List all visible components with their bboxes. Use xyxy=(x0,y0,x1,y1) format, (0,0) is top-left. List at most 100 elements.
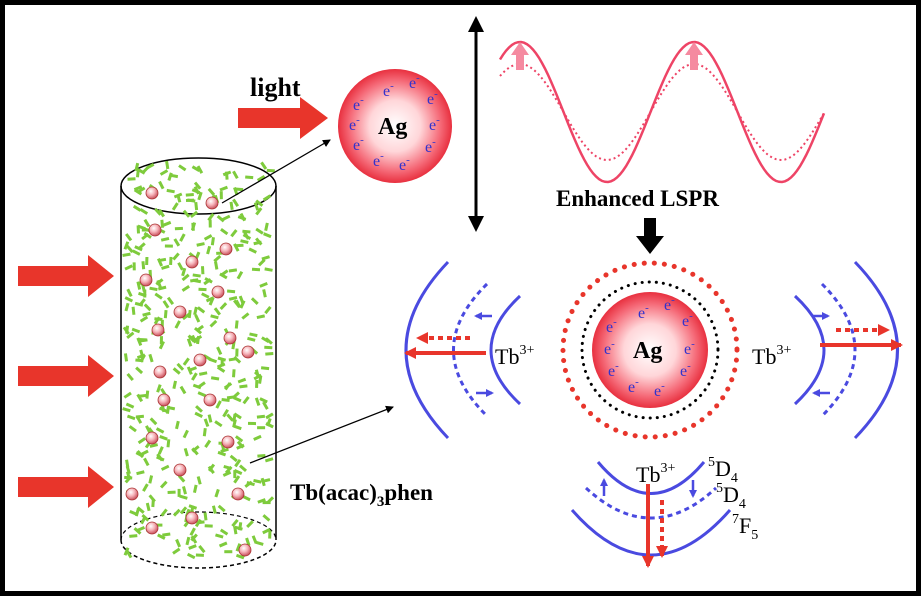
tb-complex-dash xyxy=(262,527,271,535)
tb-complex-dash xyxy=(258,375,263,384)
tb-complex-dash xyxy=(179,494,188,500)
tb-complex-dash xyxy=(186,338,193,347)
tb-complex-dash xyxy=(195,553,204,557)
tb-complex-dash xyxy=(249,332,258,338)
tb-complex-dash xyxy=(158,209,165,218)
tb-complex-dash xyxy=(128,425,137,433)
tb-complex-dash xyxy=(265,412,274,420)
light-label: light xyxy=(250,73,301,102)
tb-complex-dash xyxy=(126,288,133,298)
ag-nanoparticle xyxy=(205,196,219,210)
tb-complex-dash xyxy=(132,262,136,271)
electron-symbol: e- xyxy=(638,302,649,322)
ag-nanoparticle xyxy=(125,487,139,501)
ag-nanoparticle xyxy=(145,186,159,200)
tb-complex-dash xyxy=(141,514,150,522)
tb-complex-dash xyxy=(185,192,194,197)
tb-complex-dash xyxy=(265,352,274,356)
lspr-waves xyxy=(498,40,826,184)
tb-complex-dash xyxy=(154,292,163,300)
tb-complex-dash xyxy=(242,233,252,240)
tb-complex-dash xyxy=(194,201,199,211)
tb-complex-dash xyxy=(234,525,243,531)
electron-symbol: e- xyxy=(654,380,665,400)
tb-complex-dash xyxy=(125,465,131,475)
tb-complex-dash xyxy=(197,381,206,389)
tb-complex-dash xyxy=(233,243,240,252)
tb-complex-dash xyxy=(139,354,146,363)
ag-nanoparticle xyxy=(139,273,153,287)
tb-complex-dash xyxy=(226,413,234,422)
tb-complex-dash xyxy=(179,385,187,395)
tb-complex-dash xyxy=(229,454,238,463)
tb-complex-dash xyxy=(235,348,239,357)
tb-complex-dash xyxy=(127,177,136,181)
tb-right-inner-arc xyxy=(793,294,826,406)
electron-symbol: e- xyxy=(606,316,617,336)
tb-right-group: Tb3+ xyxy=(752,260,903,440)
tb-complex-dash xyxy=(261,478,271,483)
tb-complex-dash xyxy=(124,302,130,312)
tb-complex-dash xyxy=(191,165,201,172)
tb-complex-dash xyxy=(205,296,215,303)
tb-complex-dash xyxy=(166,296,175,306)
tb-complex-dash xyxy=(214,261,219,270)
enhance-arrow-2 xyxy=(685,42,703,70)
tb-complex-dash xyxy=(141,261,146,270)
tb-complex-dash xyxy=(208,219,212,228)
incident-light-arrows xyxy=(18,255,114,508)
tb-complex-dash xyxy=(136,337,143,346)
tb-complex-dash xyxy=(221,398,230,402)
tb-complex-dash xyxy=(194,314,201,323)
tb-complex-dash xyxy=(255,207,263,216)
tb-complex-dash xyxy=(230,229,238,238)
tb-complex-dash xyxy=(123,353,129,362)
tb-complex-dash xyxy=(157,533,166,540)
tb-complex-dash xyxy=(183,447,189,457)
light-arrow-1 xyxy=(18,255,114,297)
tb-complex-dash xyxy=(192,278,202,284)
tb-complex-dash xyxy=(254,397,261,406)
tb-complex-dash xyxy=(160,219,165,228)
tb-complex-dash xyxy=(142,311,151,317)
light-arrow-top xyxy=(238,97,328,139)
tb-complex-dash xyxy=(233,475,241,484)
tb-complex-dash xyxy=(129,534,138,538)
tb-complex-dash xyxy=(126,372,134,382)
tb-complex-dash xyxy=(217,504,226,513)
ag-nanoparticle xyxy=(185,511,199,525)
ag-label-top: Ag xyxy=(378,114,407,140)
tb-complex-dash xyxy=(190,535,198,544)
tb-complex-dash xyxy=(210,314,219,320)
tb-complex-dash xyxy=(136,525,146,532)
ag-particle-center: Ag e-e-e-e-e-e-e-e-e-e- xyxy=(560,260,740,440)
ag-nanoparticle xyxy=(151,323,165,337)
electron-symbol: e- xyxy=(349,114,360,134)
tb-complex-dash xyxy=(143,218,151,228)
tb-complex-dash xyxy=(259,397,268,404)
tb-complex-dash xyxy=(182,209,191,218)
tb-complex-dash xyxy=(226,289,236,294)
ag-nanoparticle xyxy=(173,463,187,477)
tb-complex-dash xyxy=(219,185,228,192)
tb-complex-dash xyxy=(197,191,203,201)
tb-complex-dash xyxy=(253,202,260,211)
tb-complex-dash xyxy=(136,393,144,403)
tb-complex-dash xyxy=(210,237,215,246)
ag-nanoparticle xyxy=(231,487,245,501)
tb-complex-dash xyxy=(145,425,152,434)
tb-complex-dash xyxy=(138,393,148,398)
tb-complex-dash xyxy=(145,256,149,266)
enhancement-down-arrow xyxy=(636,218,664,254)
tb-complex-dash xyxy=(217,450,227,457)
tb-complex-dash xyxy=(156,453,164,462)
tb-complex-dash xyxy=(175,538,182,548)
tb-complex-dash xyxy=(156,384,162,393)
tb-complex-dash xyxy=(256,414,266,419)
tb-complex-dash xyxy=(176,362,185,371)
tb-complex-dash xyxy=(132,249,141,256)
tb-complex-dash xyxy=(167,490,176,495)
tb-complex-dash xyxy=(255,227,264,235)
tb-complex-dash xyxy=(162,220,172,227)
